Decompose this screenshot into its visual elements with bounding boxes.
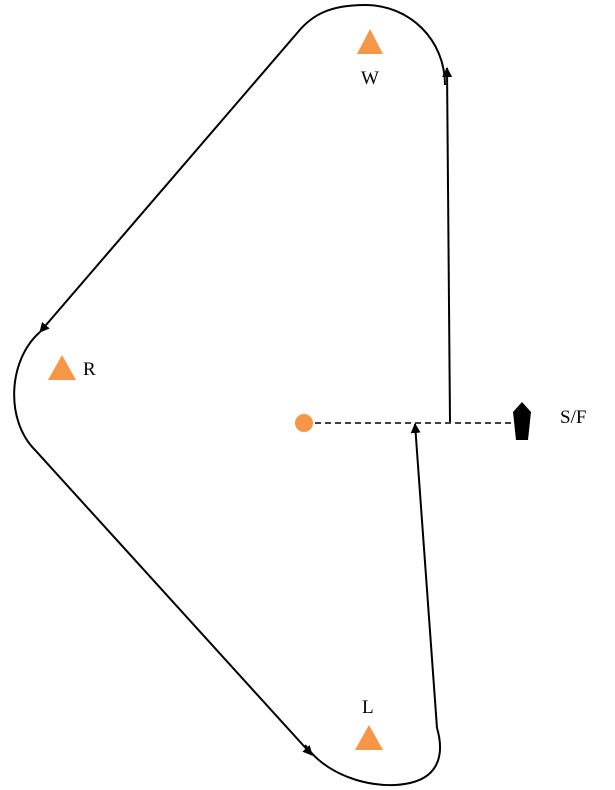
reach-mark-label: R — [83, 359, 96, 380]
reach-mark-icon — [48, 355, 76, 380]
leeward-rounding — [304, 727, 441, 787]
windward-mark-label: W — [361, 68, 379, 89]
start-finish-label: S/F — [560, 407, 586, 428]
leeward-mark-icon — [355, 725, 383, 750]
pin-buoy-icon — [295, 414, 313, 432]
windward-mark-icon — [357, 29, 383, 54]
leeward-mark-label: L — [362, 697, 374, 718]
committee-boat-icon — [513, 402, 531, 440]
leg-start-to-windward — [442, 67, 453, 423]
leg-reach-to-leeward — [13, 331, 313, 756]
leg-leeward-to-finish — [410, 423, 438, 729]
leg-windward-to-reach — [39, 3, 446, 333]
